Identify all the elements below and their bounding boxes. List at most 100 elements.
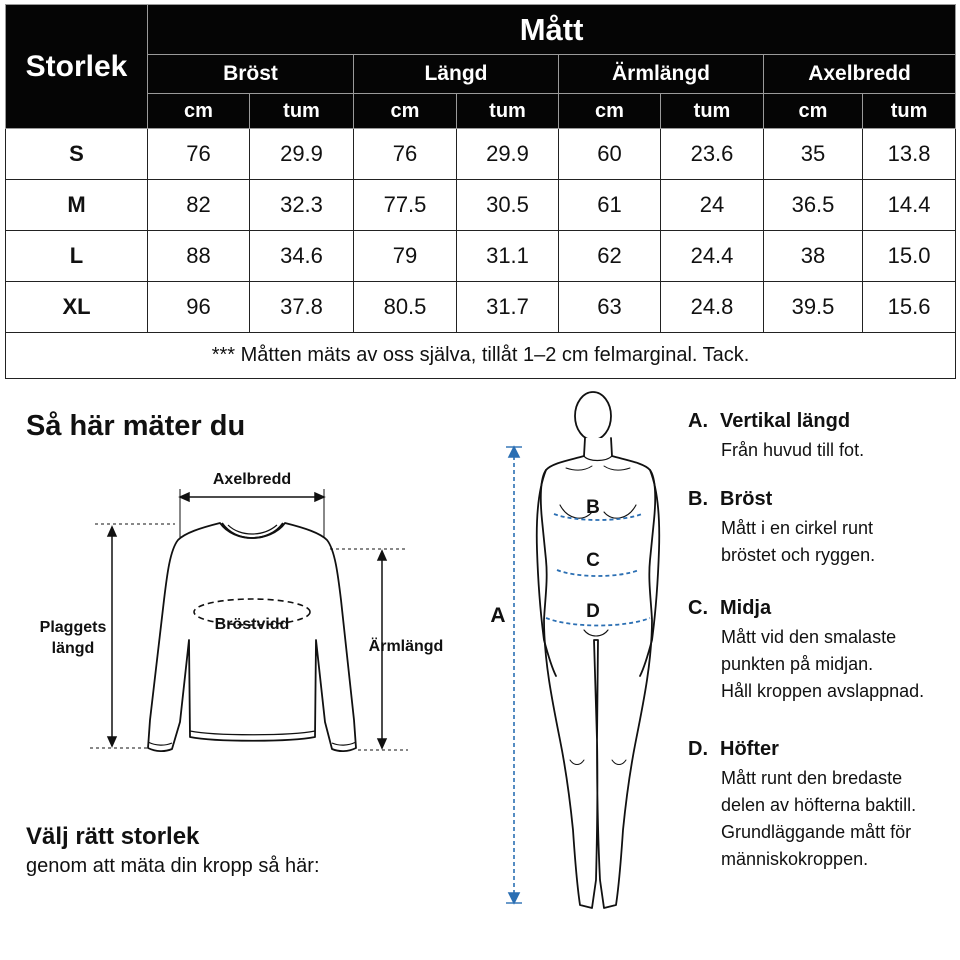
body-outline [535, 391, 661, 909]
table-row: XL 96 37.8 80.5 31.7 63 24.8 39.5 15.6 [5, 281, 957, 333]
sleeve-length-label: Ärmlängd [368, 638, 444, 655]
shoulder-arrow [178, 489, 326, 540]
value-cell: 60 [558, 128, 661, 180]
legend-title: Höfter [720, 738, 779, 760]
value-cell: 30.5 [456, 179, 559, 231]
table-row: S 76 29.9 76 29.9 60 23.6 35 13.8 [5, 128, 957, 180]
length-group-header: Längd [353, 54, 559, 94]
value-cell: 24.4 [660, 230, 764, 282]
unit-header: tum [660, 93, 764, 129]
garment-length-label-line1: Plaggets [39, 619, 107, 636]
value-cell: 14.4 [861, 179, 957, 231]
unit-header: cm [558, 93, 661, 129]
length-arrow [90, 523, 175, 749]
howto-title: Så här mäter du [26, 410, 246, 442]
value-cell: 82 [147, 179, 250, 231]
shirt-diagram [90, 489, 408, 753]
value-cell: 29.9 [249, 128, 354, 180]
legend-title: Vertikal längd [720, 410, 851, 432]
waist-marker-label: C [586, 550, 600, 571]
size-cell: XL [5, 281, 148, 333]
value-cell: 34.6 [249, 230, 354, 282]
size-cell: S [5, 128, 148, 180]
size-chart-table: Storlek Mått Bröst Längd Ärmlängd Axelbr… [4, 4, 957, 379]
legend-heading: B. Bröst [688, 488, 958, 511]
value-cell: 79 [353, 230, 457, 282]
garment-length-label-line2: längd [51, 640, 95, 657]
value-cell: 96 [147, 281, 250, 333]
chest-group-header: Bröst [147, 54, 354, 94]
value-cell: 62 [558, 230, 661, 282]
legend-letter: A. [688, 410, 708, 432]
legend-heading: D. Höfter [688, 738, 958, 761]
value-cell: 77.5 [353, 179, 457, 231]
legend-heading: C. Midja [688, 597, 958, 620]
chest-measure-ellipse [193, 598, 311, 626]
choose-size-title: Välj rätt storlek [26, 823, 200, 850]
garment-length-label: Plaggets längd [34, 617, 112, 659]
hip-measure-line [545, 617, 651, 627]
sleeve-arrow [330, 548, 408, 751]
value-cell: 15.0 [861, 230, 957, 282]
legend-line: Grundläggande mått för [721, 822, 912, 842]
value-cell: 31.7 [456, 281, 559, 333]
legend-description: Mått i en cirkel runt bröstet och ryggen… [721, 515, 958, 569]
legend-title: Midja [720, 597, 772, 619]
value-cell: 15.6 [861, 281, 957, 333]
legend-description: Mått vid den smalaste punkten på midjan.… [721, 624, 958, 705]
legend-line: delen av höfterna baktill. [721, 795, 917, 815]
chest-width-label: Bröstvidd [214, 616, 290, 633]
value-cell: 76 [353, 128, 457, 180]
hip-marker-label: D [586, 601, 600, 622]
choose-size-subtitle: genom att mäta din kropp så här: [26, 855, 320, 877]
legend-line: Mått runt den bredaste [721, 768, 903, 788]
table-row: M 82 32.3 77.5 30.5 61 24 36.5 14.4 [5, 179, 957, 231]
height-arrow [506, 445, 522, 905]
legend-item-height: A. Vertikal längd Från huvud till fot. [688, 410, 958, 464]
legend-line: punkten på midjan. [721, 654, 874, 674]
value-cell: 88 [147, 230, 250, 282]
legend-description: Från huvud till fot. [721, 437, 958, 464]
unit-header: tum [456, 93, 559, 129]
legend-line: bröstet och ryggen. [721, 545, 876, 565]
body-measure-lines [545, 513, 651, 627]
value-cell: 24.8 [660, 281, 764, 333]
unit-header: tum [861, 93, 957, 129]
value-cell: 29.9 [456, 128, 559, 180]
value-cell: 80.5 [353, 281, 457, 333]
legend-line: Mått i en cirkel runt [721, 518, 874, 538]
shoulder-width-label: Axelbredd [212, 471, 292, 488]
value-cell: 36.5 [763, 179, 863, 231]
value-cell: 35 [763, 128, 863, 180]
body-figure: A B C D [490, 391, 661, 909]
legend-description: Mått runt den bredaste delen av höfterna… [721, 765, 958, 873]
size-cell: L [5, 230, 148, 282]
sweater-outline [147, 522, 357, 753]
legend-letter: C. [688, 597, 708, 619]
table-footnote: *** Måtten mäts av oss själva, tillåt 1–… [4, 332, 957, 379]
table-row: L 88 34.6 79 31.1 62 24.4 38 15.0 [5, 230, 957, 282]
legend-heading: A. Vertikal längd [688, 410, 958, 433]
bust-marker-label: B [586, 497, 600, 518]
unit-header: cm [147, 93, 250, 129]
legend-item-hips: D. Höfter Mått runt den bredaste delen a… [688, 738, 958, 873]
legend-letter: D. [688, 738, 708, 760]
value-cell: 13.8 [861, 128, 957, 180]
bust-measure-line [553, 513, 643, 521]
value-cell: 32.3 [249, 179, 354, 231]
value-cell: 31.1 [456, 230, 559, 282]
measurements-header: Mått [146, 4, 957, 55]
unit-header: cm [763, 93, 863, 129]
value-cell: 63 [558, 281, 661, 333]
shoulder-group-header: Axelbredd [762, 54, 957, 94]
value-cell: 39.5 [763, 281, 863, 333]
height-marker-label: A [490, 604, 505, 627]
legend-title: Bröst [720, 488, 773, 510]
legend-line: Från huvud till fot. [721, 440, 865, 460]
value-cell: 61 [558, 179, 661, 231]
legend-item-waist: C. Midja Mått vid den smalaste punkten p… [688, 597, 958, 705]
waist-measure-line [556, 569, 640, 577]
value-cell: 24 [660, 179, 764, 231]
legend-line: Mått vid den smalaste [721, 627, 897, 647]
value-cell: 38 [763, 230, 863, 282]
